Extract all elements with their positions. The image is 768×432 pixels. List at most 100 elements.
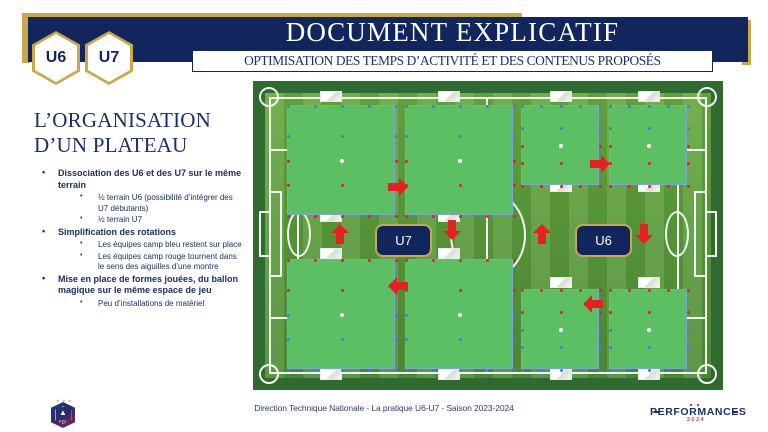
player-marker (340, 289, 344, 293)
ball-marker (340, 313, 344, 317)
player-marker (608, 162, 612, 166)
portable-goal (638, 91, 660, 102)
pitch-corner-arc-tr (697, 87, 717, 107)
bullet-level2: Peu d’installations de matériel (28, 298, 243, 310)
player-marker (628, 288, 631, 292)
player-marker (340, 337, 344, 341)
portable-goal (438, 91, 460, 102)
player-marker (608, 144, 612, 148)
player-marker (608, 328, 612, 332)
player-marker (686, 368, 690, 372)
player-marker (404, 214, 408, 218)
player-marker (559, 104, 563, 108)
chip-u6: U6 (575, 224, 632, 257)
rooster-icon: ▲ (59, 408, 67, 417)
logo-tick-icon (690, 404, 692, 406)
player-marker (286, 214, 290, 218)
player-marker (608, 346, 612, 350)
player-marker (394, 214, 398, 218)
player-marker (512, 214, 516, 218)
pitch-goal-area-left (269, 191, 282, 277)
play-zone (404, 258, 516, 372)
play-zone (286, 104, 398, 218)
player-marker (340, 183, 344, 187)
player-marker (286, 183, 290, 187)
player-marker (458, 214, 462, 218)
bullet-level2: ½ terrain U7 (28, 214, 243, 226)
portable-goal (320, 248, 342, 259)
player-marker (431, 104, 435, 108)
player-marker (598, 310, 602, 314)
player-marker (512, 313, 516, 317)
player-marker (520, 104, 524, 108)
ball-marker (559, 144, 563, 148)
player-marker (404, 104, 408, 108)
player-marker (431, 258, 435, 262)
player-marker (286, 258, 290, 262)
play-zone (608, 104, 690, 188)
player-marker (340, 258, 344, 262)
pitch-goal-right (705, 211, 717, 257)
pitch-corner-arc-tl (259, 87, 279, 107)
ball-marker (559, 328, 563, 332)
bullet-level2: Les équipes camp rouge tournent dans le … (28, 251, 243, 273)
player-marker (628, 368, 631, 372)
player-marker (686, 184, 690, 188)
player-marker (559, 288, 563, 292)
panel-bullet-list: Dissociation des U6 et des U7 sur le mêm… (28, 167, 243, 310)
pitch-touchline (269, 97, 707, 374)
player-marker (579, 184, 582, 188)
player-marker (686, 144, 690, 148)
player-marker (394, 135, 398, 139)
player-marker (512, 337, 516, 341)
pitch-goal-left (259, 211, 271, 257)
player-marker (313, 258, 317, 262)
page-subtitle: OPTIMISATION DES TEMPS D’ACTIVITÉ ET DES… (244, 53, 661, 68)
player-marker (608, 126, 612, 130)
player-marker (579, 288, 582, 292)
footer-caption: Direction Technique Nationale - La prati… (254, 403, 514, 413)
pitch-diagram: U7 U6 (253, 81, 723, 390)
portable-goal (550, 277, 572, 288)
ball-marker (458, 159, 462, 163)
player-marker (559, 346, 563, 350)
player-marker (647, 288, 651, 292)
player-marker (367, 214, 371, 218)
star-icon: ★ (62, 398, 66, 403)
player-marker (367, 104, 371, 108)
player-marker (431, 368, 435, 372)
player-marker (512, 183, 516, 187)
player-marker (394, 104, 398, 108)
player-marker (598, 368, 602, 372)
player-marker (458, 104, 462, 108)
player-marker (667, 288, 670, 292)
player-marker (598, 346, 602, 350)
player-marker (540, 104, 543, 108)
play-zone (608, 288, 690, 372)
player-marker (313, 214, 317, 218)
bullet-level2: ½ terrain U6 (possibilité d’intégrer des… (28, 192, 243, 214)
star-icon: ★ (56, 398, 60, 403)
player-marker (485, 214, 489, 218)
badge-u6-label: U6 (45, 49, 67, 66)
ball-marker (647, 328, 651, 332)
header-gold-top-accent (22, 13, 522, 18)
player-marker (394, 368, 398, 372)
player-marker (512, 159, 516, 163)
player-marker (520, 126, 524, 130)
player-marker (340, 214, 344, 218)
player-marker (667, 368, 670, 372)
pitch-penalty-arc-left (287, 211, 311, 257)
player-marker (340, 368, 344, 372)
player-marker (394, 337, 398, 341)
player-marker (340, 104, 344, 108)
player-marker (286, 159, 290, 163)
pitch-corner-arc-br (697, 364, 717, 384)
star-icon: ★ (68, 398, 72, 403)
player-marker (559, 310, 563, 314)
logo-tick-icon (697, 404, 699, 406)
player-marker (647, 162, 651, 166)
performances-year: 2024 (686, 417, 706, 423)
player-marker (608, 368, 612, 372)
